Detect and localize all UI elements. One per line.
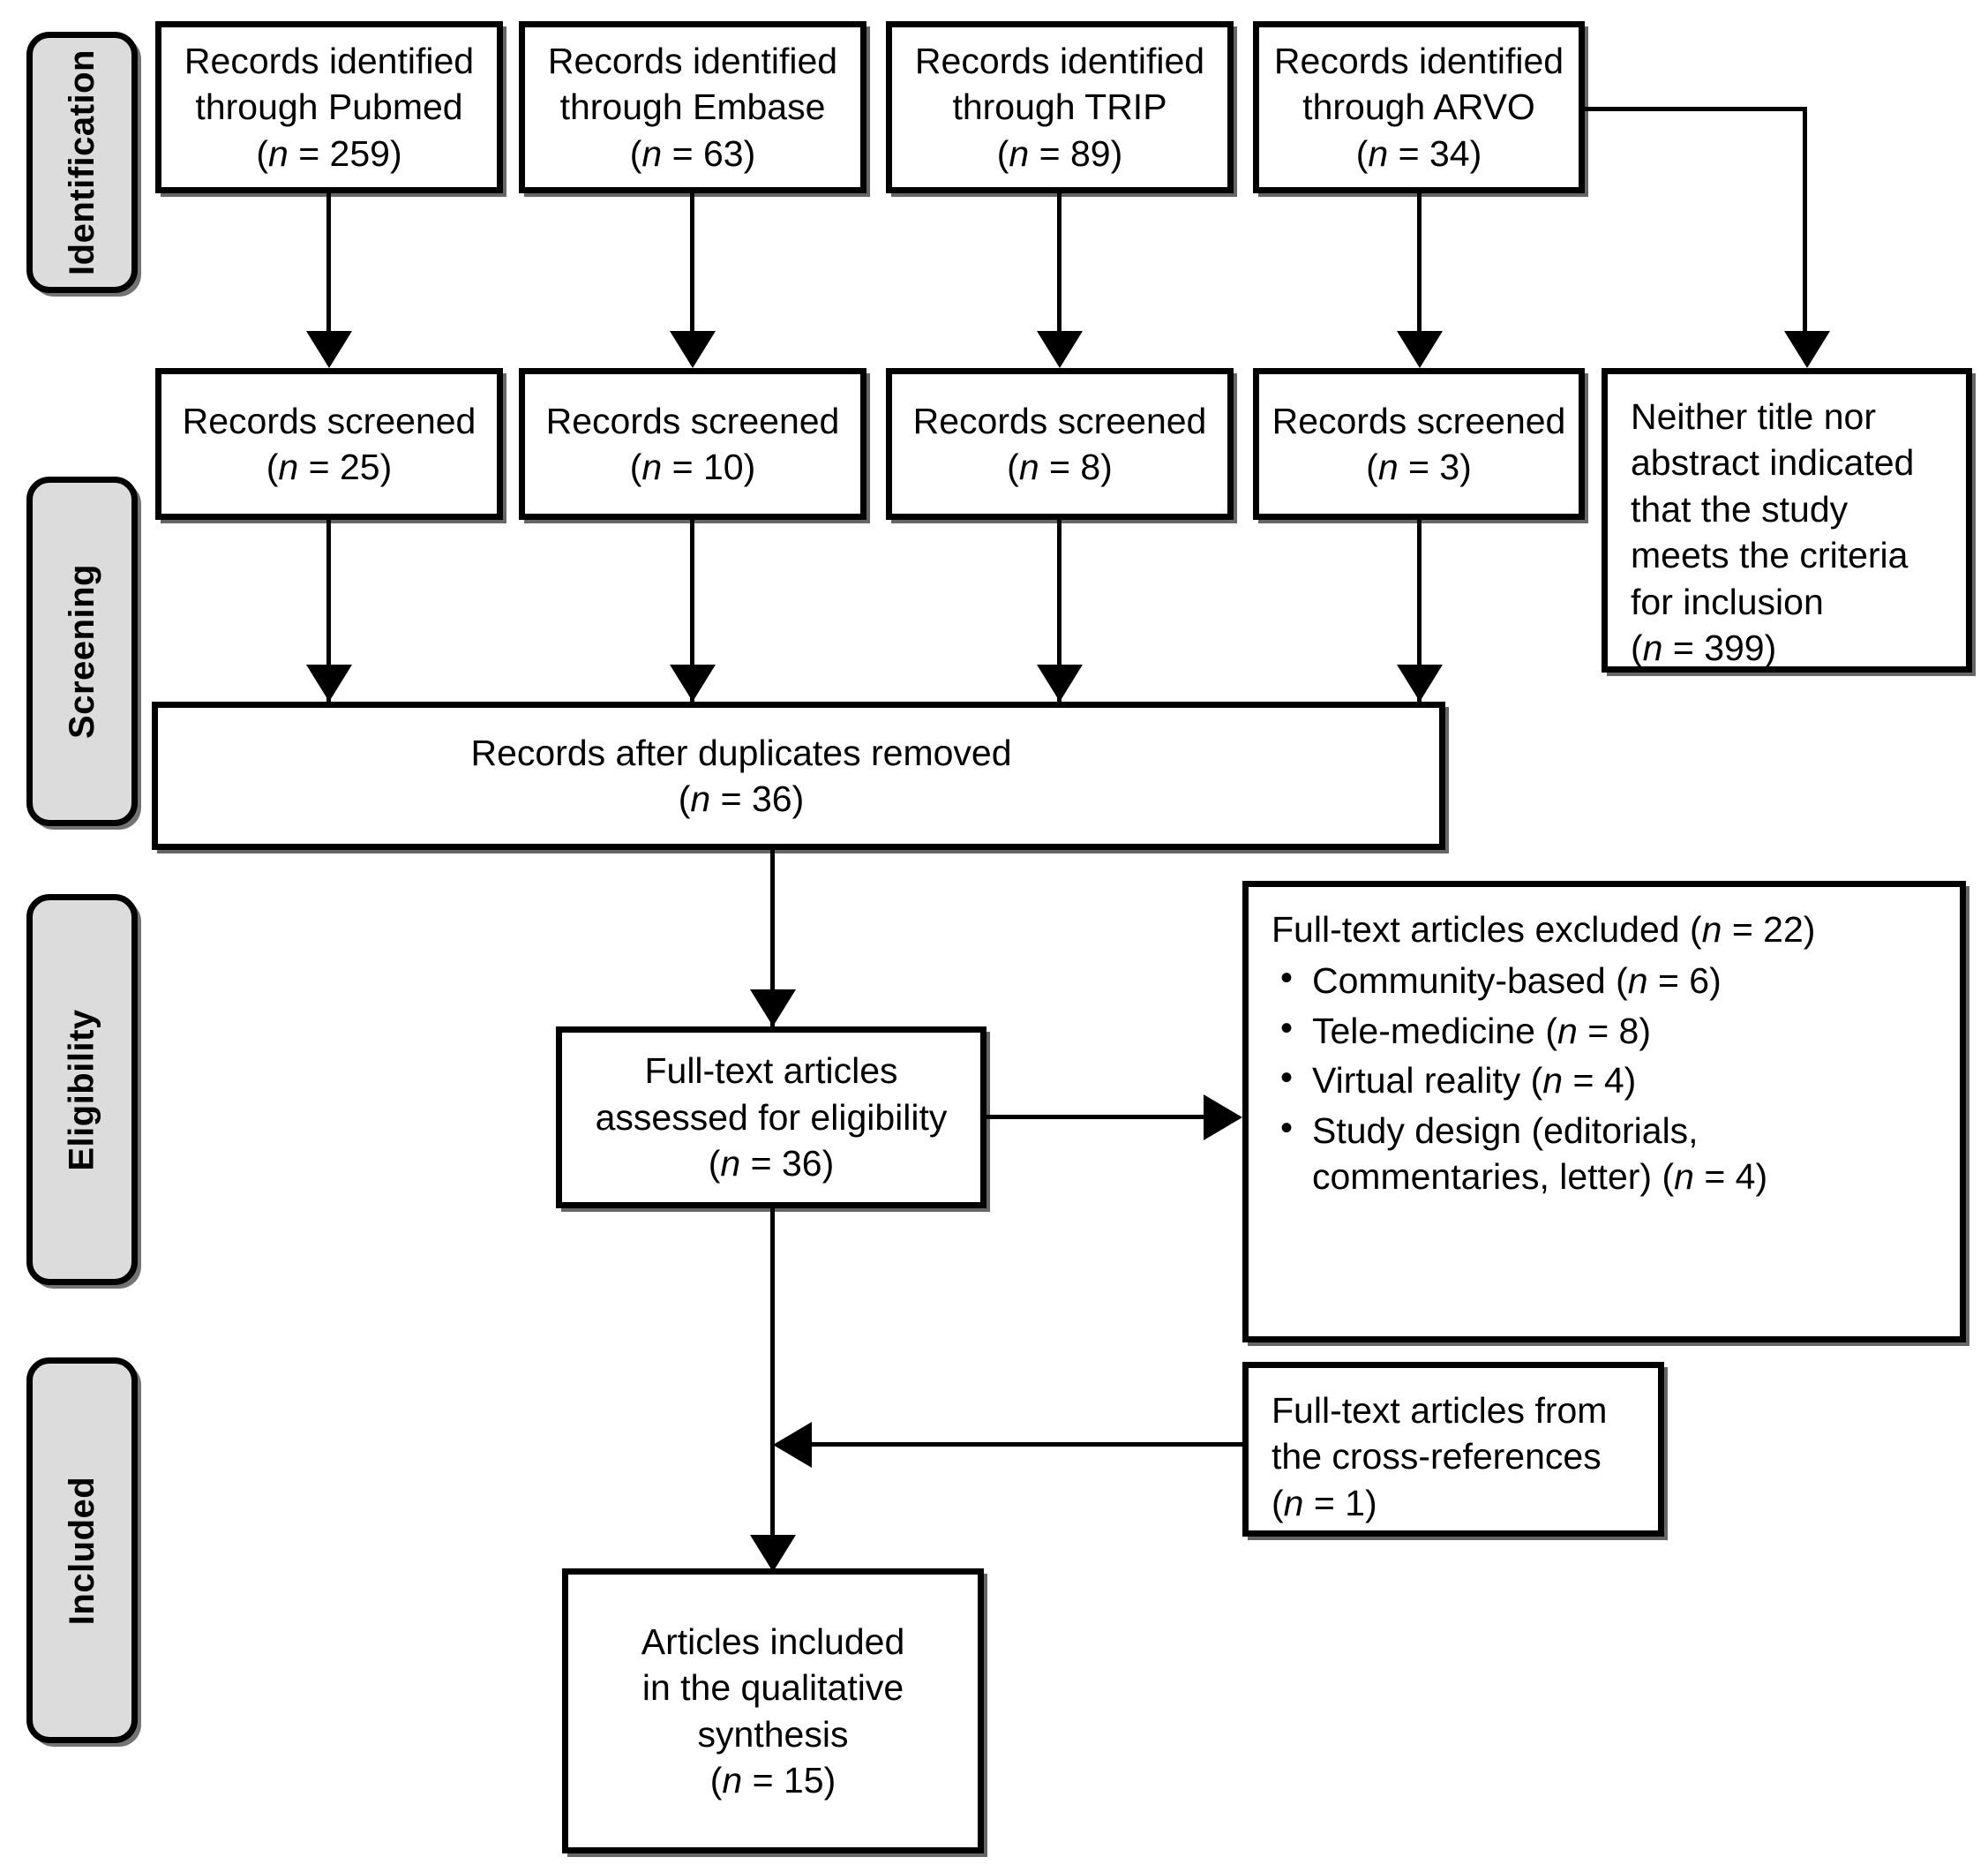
connector-screened4-to-duplicates	[1417, 520, 1422, 702]
box-records-identified-trip-line1: Records identified	[914, 40, 1205, 81]
box-records-identified-embase-line1: Records identified	[547, 40, 838, 81]
arrowhead-screened2-to-duplicates	[670, 665, 716, 702]
box-records-identified-arvo-count: (n = 34)	[1355, 132, 1482, 174]
box-eligibility-count: (n = 36)	[708, 1143, 835, 1184]
connector-screened1-to-duplicates	[326, 520, 331, 702]
arrowhead-arvo-to-screened	[1397, 331, 1443, 368]
box-records-screened-embase-line1: Records screened	[545, 400, 840, 441]
arrowhead-screened1-to-duplicates	[306, 665, 352, 702]
box-records-screened-pubmed: Records screened (n = 25)	[155, 368, 503, 520]
box-included-line2: in the qualitative	[641, 1667, 904, 1709]
stage-label-identification-text: Identification	[63, 49, 102, 275]
box-included-count: (n = 15)	[709, 1759, 836, 1801]
box-fulltext-assessed-for-eligibility: Full-text articles assessed for eligibil…	[556, 1026, 986, 1208]
connector-eligibility-to-included	[770, 1208, 775, 1572]
stage-label-included: Included	[26, 1357, 138, 1743]
box-neither-line1: Neither title nor	[1631, 396, 1877, 437]
box-eligibility-line2: assessed for eligibility	[595, 1096, 948, 1138]
list-item: Community-based (n = 6)	[1272, 956, 1939, 1004]
list-item: Study design (editorials, commentaries, …	[1272, 1106, 1939, 1200]
box-included-line3: synthesis	[697, 1713, 849, 1755]
box-excluded-heading: Full-text articles excluded (n = 22)	[1272, 909, 1816, 950]
arrowhead-duplicates-to-eligibility	[750, 989, 796, 1026]
box-records-identified-pubmed-count: (n = 259)	[256, 132, 402, 174]
box-records-screened-arvo-line1: Records screened	[1272, 400, 1566, 441]
connector-arvo-to-screened	[1417, 193, 1422, 365]
box-records-identified-embase-line2: through Embase	[559, 86, 826, 128]
arrowhead-arvo-to-neither	[1784, 331, 1830, 368]
arrowhead-eligibility-to-excluded	[1204, 1094, 1242, 1140]
arrowhead-crossref-to-included	[773, 1422, 812, 1468]
box-records-identified-trip-line2: through TRIP	[952, 86, 1167, 128]
box-records-identified-arvo-line2: through ARVO	[1302, 86, 1535, 128]
box-records-identified-pubmed-line2: through Pubmed	[195, 86, 463, 128]
box-included-line1: Articles included	[641, 1620, 905, 1662]
box-eligibility-line1: Full-text articles	[644, 1050, 898, 1092]
box-records-identified-embase-count: (n = 63)	[629, 132, 756, 174]
box-records-identified-trip: Records identified through TRIP (n = 89)	[886, 21, 1234, 193]
arrowhead-pubmed-to-screened	[306, 331, 352, 368]
arrowhead-eligibility-to-included	[750, 1535, 796, 1572]
box-records-screened-trip-count: (n = 8)	[1007, 447, 1113, 487]
connector-screened2-to-duplicates	[690, 520, 694, 702]
box-records-screened-pubmed-count: (n = 25)	[266, 447, 393, 487]
arrowhead-screened4-to-duplicates	[1397, 665, 1443, 702]
stage-label-screening-text: Screening	[63, 564, 101, 739]
connector-embase-to-screened	[690, 193, 694, 365]
connector-arvo-to-neither-vertical	[1803, 107, 1807, 331]
box-records-screened-trip-line1: Records screened	[912, 400, 1207, 441]
connector-arvo-to-neither-horizontal	[1582, 107, 1807, 111]
arrowhead-embase-to-screened	[670, 331, 716, 368]
box-records-screened-embase-count: (n = 10)	[629, 447, 756, 487]
connector-pubmed-to-screened	[326, 193, 331, 365]
connector-duplicates-to-eligibility	[770, 850, 775, 1026]
box-neither-line5: for inclusion	[1631, 581, 1824, 622]
box-crossref-count: (n = 1)	[1272, 1482, 1377, 1523]
box-fulltext-from-cross-references: Full-text articles from the cross-refere…	[1242, 1362, 1664, 1537]
box-records-screened-trip: Records screened (n = 8)	[886, 368, 1234, 520]
box-records-screened-embase: Records screened (n = 10)	[519, 368, 866, 520]
stage-label-eligibility-text: Eligibility	[63, 1008, 102, 1171]
box-duplicates-count: (n = 36)	[678, 778, 805, 819]
box-crossref-line2: the cross-references	[1272, 1436, 1602, 1477]
box-records-identified-pubmed: Records identified through Pubmed (n = 2…	[155, 21, 503, 193]
list-item: Virtual reality (n = 4)	[1272, 1056, 1939, 1103]
box-excluded-list: Community-based (n = 6) Tele-medicine (n…	[1272, 956, 1939, 1200]
box-records-screened-pubmed-line1: Records screened	[182, 400, 476, 441]
box-records-after-duplicates-removed: Records after duplicates removed (n = 36…	[152, 702, 1445, 850]
stage-label-included-text: Included	[63, 1476, 102, 1625]
box-records-screened-arvo-count: (n = 3)	[1366, 447, 1472, 487]
stage-label-identification: Identification	[26, 32, 138, 293]
stage-label-eligibility: Eligibility	[26, 894, 138, 1285]
box-neither-title-nor-abstract: Neither title nor abstract indicated tha…	[1602, 368, 1972, 673]
box-neither-line3: that the study	[1631, 488, 1849, 530]
box-fulltext-articles-excluded: Full-text articles excluded (n = 22) Com…	[1242, 881, 1966, 1342]
box-records-screened-arvo: Records screened (n = 3)	[1253, 368, 1585, 520]
arrowhead-trip-to-screened	[1037, 331, 1083, 368]
box-records-identified-arvo: Records identified through ARVO (n = 34)	[1253, 21, 1585, 193]
stage-label-screening: Screening	[26, 477, 138, 826]
connector-crossref-to-included	[812, 1442, 1246, 1447]
box-records-identified-arvo-line1: Records identified	[1273, 40, 1564, 81]
box-duplicates-line1: Records after duplicates removed	[470, 732, 1012, 773]
box-records-identified-trip-count: (n = 89)	[996, 132, 1123, 174]
box-records-identified-embase: Records identified through Embase (n = 6…	[519, 21, 866, 193]
box-neither-line4: meets the criteria	[1631, 535, 1909, 576]
connector-screened3-to-duplicates	[1057, 520, 1062, 702]
box-articles-included-qualitative-synthesis: Articles included in the qualitative syn…	[562, 1568, 984, 1853]
box-crossref-line1: Full-text articles from	[1272, 1390, 1608, 1431]
connector-trip-to-screened	[1057, 193, 1062, 365]
box-records-identified-pubmed-line1: Records identified	[184, 40, 475, 81]
box-neither-line2: abstract indicated	[1631, 442, 1915, 484]
box-neither-count: (n = 399)	[1631, 628, 1777, 669]
connector-eligibility-to-excluded	[986, 1115, 1207, 1119]
list-item: Tele-medicine (n = 8)	[1272, 1006, 1939, 1054]
arrowhead-screened3-to-duplicates	[1037, 665, 1083, 702]
